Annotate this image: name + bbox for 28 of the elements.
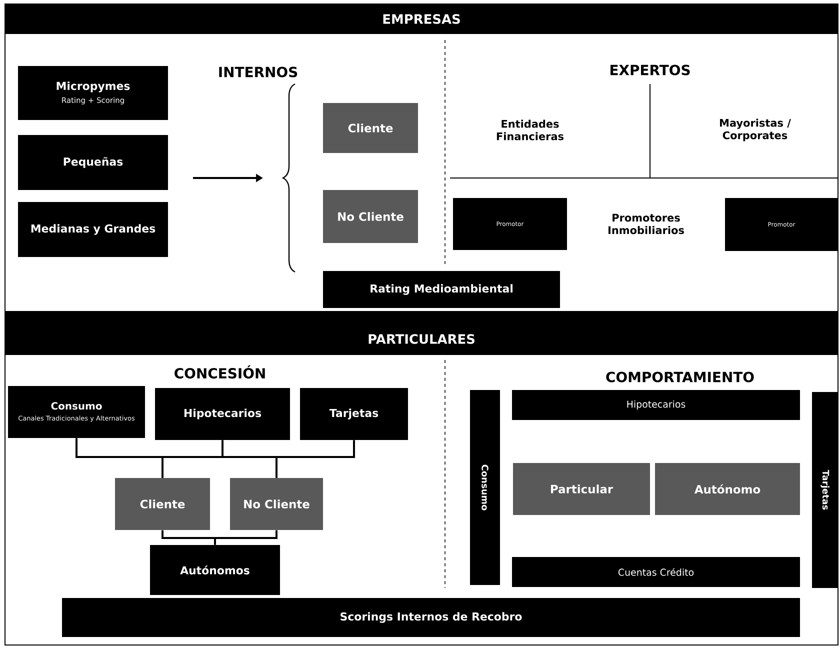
- segment-box: Pequeñas: [18, 135, 168, 190]
- section-heading: EXPERTOS: [610, 64, 690, 76]
- category-label: Entidades Financieras: [496, 120, 564, 140]
- section-heading: CONCESIÓN: [174, 365, 265, 379]
- node-label: PARTICULARES: [368, 334, 474, 344]
- client-box: No Cliente: [323, 190, 418, 243]
- product-bar: Hipotecarios: [512, 390, 800, 420]
- client-box: Particular: [513, 463, 650, 515]
- recovery-bar: Scorings Internos de Recobro: [62, 598, 800, 637]
- client-box: Cliente: [115, 478, 210, 530]
- section-heading: INTERNOS: [219, 66, 298, 78]
- product-box: Hipotecarios: [155, 388, 290, 440]
- connector-line: [276, 440, 355, 478]
- segment-box: Medianas y Grandes: [18, 202, 168, 257]
- product-bar: Cuentas Crédito: [512, 557, 800, 587]
- client-box: Cliente: [323, 103, 418, 153]
- segment-box: Autónomos: [150, 545, 280, 595]
- client-box: No Cliente: [230, 478, 323, 530]
- rating-box: Rating Medioambiental: [323, 271, 560, 308]
- product-box: Tarjetas: [300, 388, 408, 440]
- category-label: Mayoristas / Corporates: [720, 118, 791, 142]
- category-label: Promotores Inmobiliarios: [608, 214, 684, 234]
- section-heading: COMPORTAMIENTO: [606, 372, 754, 382]
- client-box: Autónomo: [655, 463, 800, 515]
- product-bar: Consumo: [470, 390, 500, 585]
- product-bar: Tarjetas: [812, 392, 838, 588]
- connector-line: [214, 530, 278, 545]
- section-band: EMPRESAS: [5, 4, 838, 34]
